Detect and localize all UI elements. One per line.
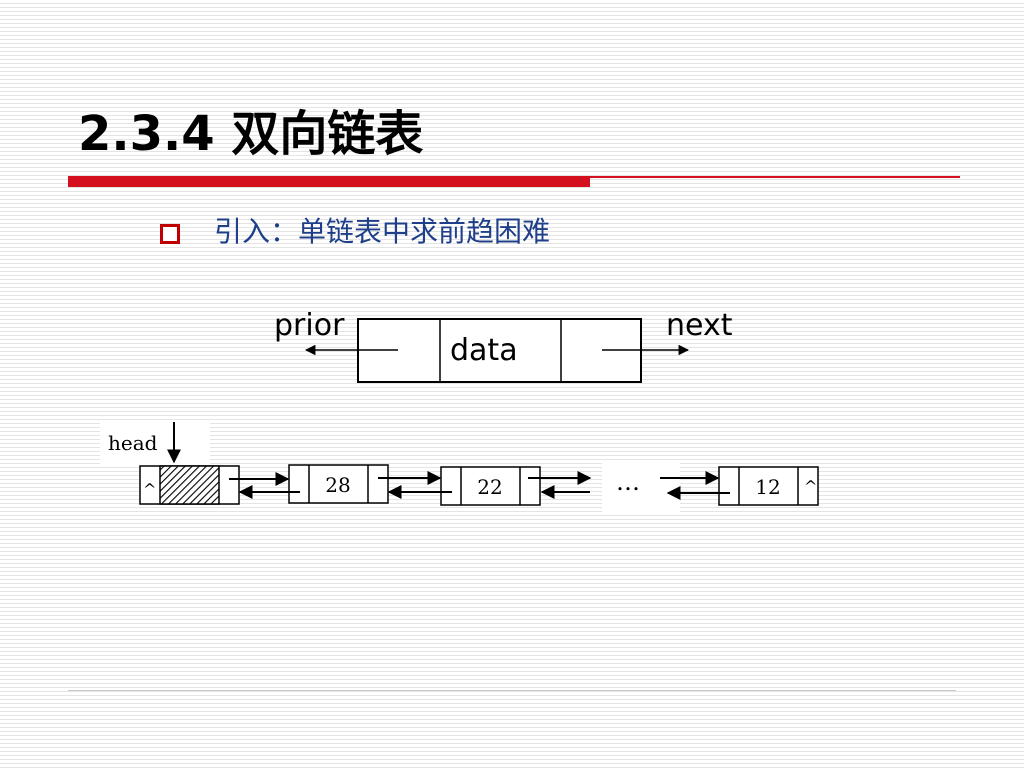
ellipsis: … [616, 468, 640, 496]
prior-label: prior [274, 308, 345, 343]
tail-null-symbol: ^ [804, 477, 817, 496]
next-label: next [666, 308, 733, 343]
node-structure: prior data next [274, 308, 733, 383]
head-label: head [108, 431, 158, 455]
node-value: 22 [477, 475, 502, 499]
slide-title: 2.3.4 双向链表 [78, 106, 424, 162]
title-underline-thin [590, 176, 960, 178]
bullet-text: 引入：单链表中求前趋困难 [214, 215, 551, 248]
head-null-symbol: ^ [143, 480, 156, 499]
data-label: data [450, 333, 518, 368]
list-head-node: ^ [139, 465, 240, 505]
list-tail-node: 12 ^ [718, 466, 819, 506]
bullet-square-icon [160, 220, 186, 250]
footer-divider [68, 690, 956, 691]
node-value: 28 [325, 473, 350, 497]
node-value: 12 [755, 475, 780, 499]
node-structure-box [357, 318, 642, 383]
list-node: 28 [288, 464, 389, 504]
title-underline-thick [68, 176, 590, 187]
list-node: 22 [440, 466, 541, 506]
